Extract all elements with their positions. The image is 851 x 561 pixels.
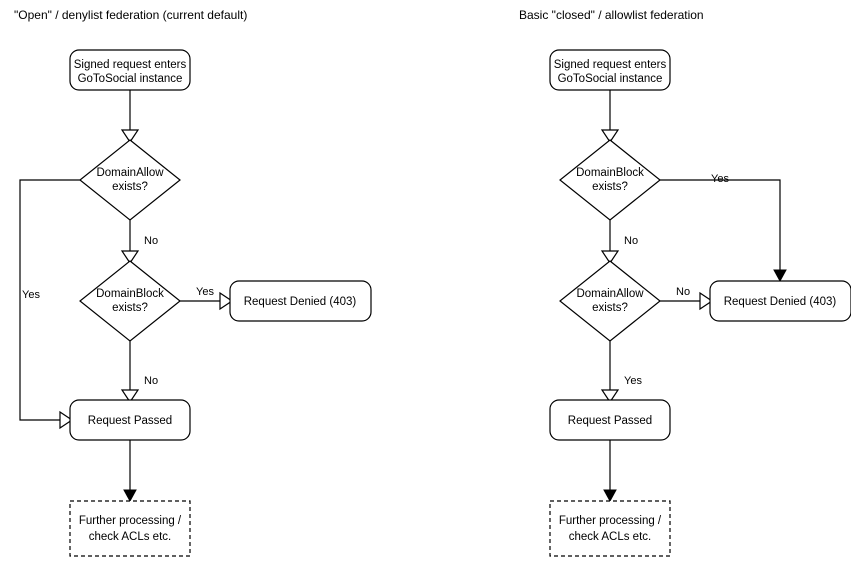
arrowhead-domainallow-yes-right xyxy=(600,389,620,404)
edge-label-domainallow-yes-left: Yes xyxy=(22,289,40,301)
chart-title-left: "Open" / denylist federation (current de… xyxy=(14,8,247,22)
arrowhead-domainblock-no-left xyxy=(120,389,140,404)
node-domainblock-label-line2-right: exists? xyxy=(592,181,628,193)
node-entry-label-line2-right: GoToSocial instance xyxy=(558,73,663,85)
edge-domainblock-yes-right xyxy=(660,179,781,274)
arrowhead-entry-to-domainallow-left xyxy=(120,129,140,144)
node-further-label-line2-left: check ACLs etc. xyxy=(89,531,171,543)
chart-open-denylist: "Open" / denylist federation (current de… xyxy=(14,8,372,557)
node-domainallow-label-line1-left: DomainAllow xyxy=(96,167,164,179)
node-further-processing-right[interactable] xyxy=(549,500,671,557)
edge-label-domainblock-yes-left: Yes xyxy=(196,286,214,298)
chart-title-right: Basic "closed" / allowlist federation xyxy=(519,8,704,22)
arrowhead-domainallow-yes-left xyxy=(59,410,74,430)
arrowhead-domainallow-no-left xyxy=(120,250,140,265)
node-request-denied-label-right: Request Denied (403) xyxy=(724,296,837,308)
arrowhead-domainblock-yes-left xyxy=(219,291,234,311)
node-further-label-line2-right: check ACLs etc. xyxy=(569,531,651,543)
edge-label-domainallow-no-right: No xyxy=(676,286,690,298)
node-domainblock-label-line1-right: DomainBlock xyxy=(576,167,644,179)
node-domainblock-label-line1-left: DomainBlock xyxy=(96,288,164,300)
edge-label-domainallow-yes-right: Yes xyxy=(624,375,642,387)
edge-label-domainallow-no-left: No xyxy=(144,235,158,247)
node-domainallow-label-line1-right: DomainAllow xyxy=(576,288,644,300)
node-entry-label-line1-right: Signed request enters xyxy=(554,59,667,71)
node-decision-domainallow-right[interactable] xyxy=(559,260,661,342)
arrowhead-domainblock-yes-right xyxy=(773,269,787,283)
edge-domainallow-yes-left xyxy=(19,179,80,421)
chart-closed-allowlist: Basic "closed" / allowlist federation Si… xyxy=(519,8,851,557)
node-decision-domainblock-right[interactable] xyxy=(559,139,661,221)
node-request-passed-label-left: Request Passed xyxy=(88,415,172,427)
node-further-processing-left[interactable] xyxy=(69,500,191,557)
node-request-denied-right[interactable] xyxy=(709,280,851,322)
node-request-passed-label-right: Request Passed xyxy=(568,415,652,427)
edge-label-domainblock-no-left: No xyxy=(144,375,158,387)
node-decision-domainallow-left[interactable] xyxy=(79,139,181,221)
node-entry-label-line1-left: Signed request enters xyxy=(74,59,187,71)
arrowhead-passed-to-further-left xyxy=(123,489,137,503)
node-request-denied-left[interactable] xyxy=(229,280,372,322)
node-further-label-line1-left: Further processing / xyxy=(79,515,182,527)
arrowhead-domainallow-no-right xyxy=(699,291,714,311)
arrowhead-domainblock-no-right xyxy=(600,250,620,265)
node-domainallow-label-line2-left: exists? xyxy=(112,181,148,193)
node-domainallow-label-line2-right: exists? xyxy=(592,302,628,314)
node-domainblock-label-line2-left: exists? xyxy=(112,302,148,314)
arrowhead-passed-to-further-right xyxy=(603,489,617,503)
node-request-denied-label-left: Request Denied (403) xyxy=(244,296,357,308)
node-further-label-line1-right: Further processing / xyxy=(559,515,662,527)
arrowhead-entry-to-domainblock-right xyxy=(600,129,620,144)
node-entry-label-line2-left: GoToSocial instance xyxy=(78,73,183,85)
edge-label-domainblock-yes-right: Yes xyxy=(711,173,729,185)
node-decision-domainblock-left[interactable] xyxy=(79,260,181,342)
edge-label-domainblock-no-right: No xyxy=(624,235,638,247)
